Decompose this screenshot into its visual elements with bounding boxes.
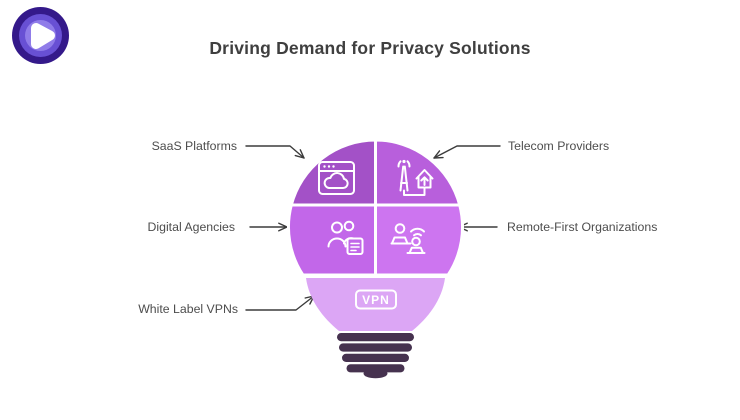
base-thread [346, 364, 405, 373]
callout-remote-first-organizations: Remote-First Organizations [507, 220, 658, 234]
page-title: Driving Demand for Privacy Solutions [209, 38, 531, 58]
bulb-neck [306, 278, 445, 331]
antenna-house-icon [397, 159, 434, 196]
bulb-screw-base [337, 333, 414, 379]
base-thread [339, 343, 412, 352]
arrow-white-label-vpns [245, 295, 315, 311]
arrow-digital-agencies [249, 222, 288, 232]
arrow-saas-platforms [245, 145, 305, 159]
arrow-telecom-providers [433, 145, 501, 159]
bulb-globe [286, 138, 465, 277]
remote-workers-icon [390, 223, 426, 254]
callout-white-label-vpns: White Label VPNs [138, 302, 238, 316]
callout-saas-platforms: SaaS Platforms [151, 139, 237, 153]
base-thread [342, 353, 409, 362]
quadrant-saas-platforms [289, 138, 377, 207]
vpn-badge: VPN [355, 289, 397, 310]
vpn-badge-frame [355, 289, 397, 310]
base-thread [337, 333, 414, 342]
callout-digital-agencies: Digital Agencies [147, 220, 236, 234]
arrow-remote-first-organizations [458, 222, 498, 232]
browser-cloud-icon [318, 161, 355, 195]
base-tip [363, 368, 388, 379]
purevpn-logo-icon [12, 7, 69, 64]
callout-telecom-providers: Telecom Providers [508, 139, 610, 153]
team-document-icon [327, 220, 364, 255]
logo-play-icon [31, 23, 55, 49]
vpn-badge-label: VPN [362, 293, 390, 307]
